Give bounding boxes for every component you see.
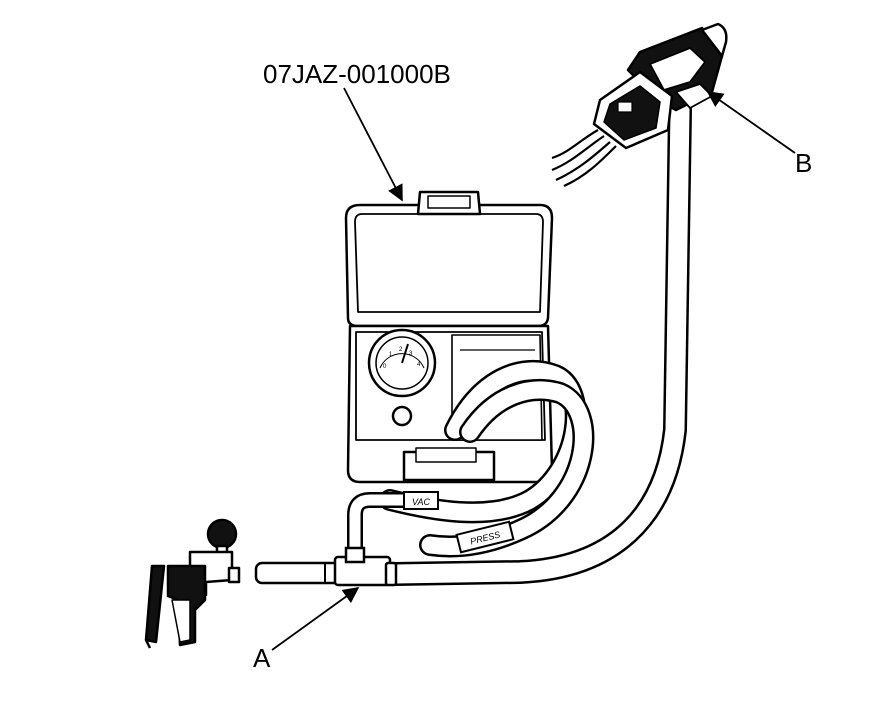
main-hose [383,98,692,586]
t-fitting [333,546,398,587]
vac-label: VAC [412,497,431,507]
connector-b [592,22,728,150]
leader-lines [271,87,796,651]
vacuum-gauge: 012 34 [367,328,437,398]
vac-tag: VAC [403,491,439,510]
tool-part-number: 07JAZ-001000B [263,59,451,89]
svg-text:3: 3 [409,351,413,357]
svg-text:2: 2 [399,347,403,353]
release-button [391,405,413,427]
svg-text:0: 0 [383,364,387,370]
callout-b-label: B [795,148,813,178]
vac-hose [347,492,428,560]
case-lid [344,190,554,328]
part-number-leader [343,87,403,202]
svg-text:4: 4 [417,362,421,368]
callout-a-label: A [253,643,271,673]
pump-hose [254,561,346,585]
callout-a-leader [271,587,360,651]
press-tag: PRESS [455,520,515,554]
svg-text:1: 1 [389,352,393,358]
connector-wires [551,129,617,188]
hand-vacuum-pump [144,518,241,649]
callout-b-leader [706,91,796,154]
pump-gauge [206,518,238,550]
case-body: 012 34 [346,324,554,484]
